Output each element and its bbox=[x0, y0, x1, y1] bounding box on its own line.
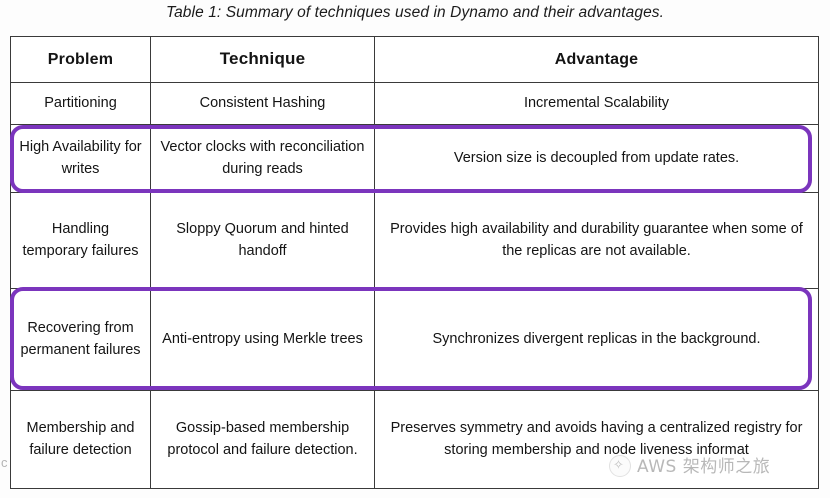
table-row: Handling temporary failures Sloppy Quoru… bbox=[10, 192, 819, 289]
cell-problem: Recovering from permanent failures bbox=[10, 288, 151, 391]
table-container: Problem Technique Advantage Partitioning… bbox=[10, 36, 819, 489]
cell-technique: Sloppy Quorum and hinted handoff bbox=[150, 192, 375, 289]
cell-problem: Partitioning bbox=[10, 82, 151, 125]
cell-advantage: Provides high availability and durabilit… bbox=[374, 192, 819, 289]
table-caption: Table 1: Summary of techniques used in D… bbox=[165, 4, 665, 21]
cell-advantage: Incremental Scalability bbox=[374, 82, 819, 125]
cell-advantage: Preserves symmetry and avoids having a c… bbox=[374, 390, 819, 489]
table-row: Membership and failure detection Gossip-… bbox=[10, 390, 819, 489]
table-row: Recovering from permanent failures Anti-… bbox=[10, 288, 819, 391]
column-header-advantage: Advantage bbox=[374, 36, 819, 83]
cell-technique: Vector clocks with reconciliation during… bbox=[150, 124, 375, 193]
table-row: High Availability for writes Vector cloc… bbox=[10, 124, 819, 193]
cell-technique: Anti-entropy using Merkle trees bbox=[150, 288, 375, 391]
cell-technique: Consistent Hashing bbox=[150, 82, 375, 125]
table-header-row: Problem Technique Advantage bbox=[10, 36, 819, 83]
scan-edge-artifact: c bbox=[1, 455, 8, 470]
dynamo-summary-table: Problem Technique Advantage Partitioning… bbox=[10, 36, 819, 489]
cell-problem: Membership and failure detection bbox=[10, 390, 151, 489]
column-header-problem: Problem bbox=[10, 36, 151, 83]
cell-advantage: Synchronizes divergent replicas in the b… bbox=[374, 288, 819, 391]
table-row: Partitioning Consistent Hashing Incremen… bbox=[10, 82, 819, 125]
cell-problem: Handling temporary failures bbox=[10, 192, 151, 289]
cell-technique: Gossip-based membership protocol and fai… bbox=[150, 390, 375, 489]
cell-problem: High Availability for writes bbox=[10, 124, 151, 193]
cell-advantage: Version size is decoupled from update ra… bbox=[374, 124, 819, 193]
column-header-technique: Technique bbox=[150, 36, 375, 83]
